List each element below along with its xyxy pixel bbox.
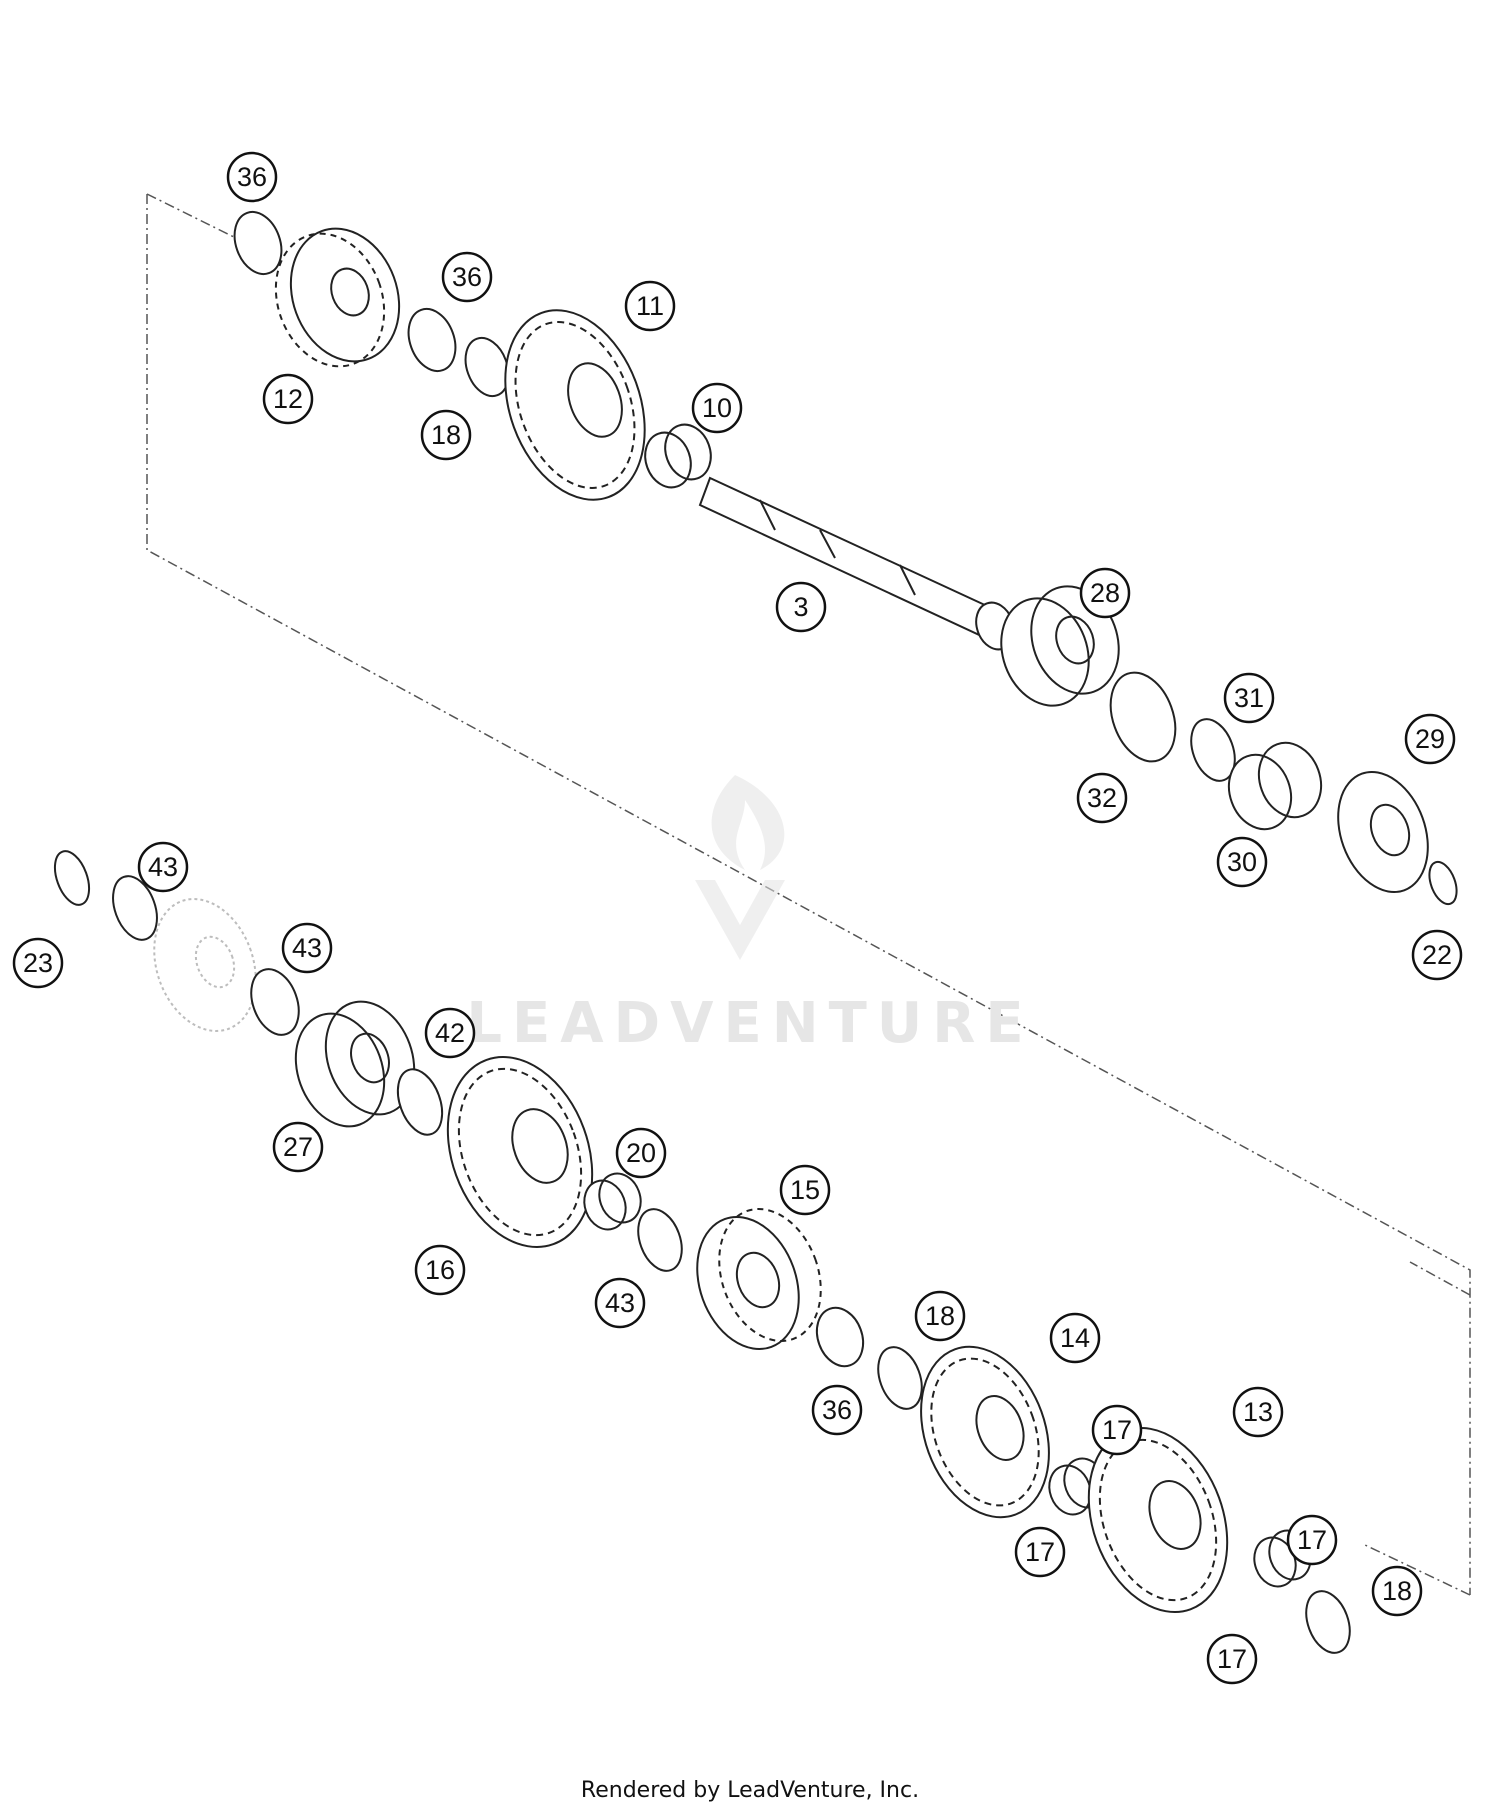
bushing-10	[644, 423, 712, 489]
callout-label: 17	[1217, 1644, 1247, 1674]
gear-16	[446, 1056, 594, 1248]
callout-label: 13	[1243, 1397, 1273, 1427]
callout-18[interactable]: 18	[914, 1290, 966, 1342]
callout-31[interactable]: 31	[1223, 672, 1275, 724]
shaft-3	[698, 476, 1015, 651]
callout-label: 36	[452, 262, 482, 292]
callout-label: 18	[1382, 1576, 1412, 1606]
callout-label: 30	[1227, 847, 1257, 877]
callout-label: 28	[1090, 578, 1120, 608]
washer-43-b	[250, 968, 300, 1036]
gear-12	[274, 227, 401, 368]
washer-43-c	[637, 1208, 683, 1272]
callout-label: 12	[273, 384, 303, 414]
callout-18[interactable]: 18	[420, 409, 472, 461]
callout-label: 11	[636, 291, 664, 321]
callout-label: 43	[292, 933, 322, 963]
callout-16[interactable]: 16	[414, 1244, 466, 1296]
callout-17[interactable]: 17	[1091, 1404, 1143, 1456]
callout-18[interactable]: 18	[1371, 1565, 1423, 1617]
callout-20[interactable]: 20	[615, 1127, 667, 1179]
washer-42	[396, 1068, 444, 1136]
upper-shaft-assembly	[233, 211, 1458, 906]
circlip-36-lower	[815, 1306, 865, 1368]
footer-credit: Rendered by LeadVenture, Inc.	[580, 1778, 920, 1803]
needle-bearing-20	[583, 1172, 642, 1231]
callout-23[interactable]: 23	[12, 937, 64, 989]
callout-label: 16	[425, 1255, 455, 1285]
callout-36[interactable]: 36	[226, 151, 278, 203]
callout-label: 23	[23, 948, 53, 978]
callout-28[interactable]: 28	[1079, 567, 1131, 619]
callout-17[interactable]: 17	[1014, 1526, 1066, 1578]
callout-label: 20	[626, 1138, 656, 1168]
circlip-36-mid	[407, 308, 457, 372]
callout-14[interactable]: 14	[1049, 1312, 1101, 1364]
callout-43[interactable]: 43	[281, 922, 333, 974]
gear-14	[920, 1345, 1050, 1519]
callout-15[interactable]: 15	[779, 1164, 831, 1216]
gear-15	[696, 1208, 822, 1350]
callout-label: 43	[605, 1288, 635, 1318]
circlip-23	[53, 850, 91, 906]
gear-faded	[153, 898, 257, 1032]
gear-13	[1087, 1427, 1229, 1613]
callout-43[interactable]: 43	[137, 841, 189, 893]
bearing-27	[294, 1000, 416, 1128]
callout-13[interactable]: 13	[1232, 1386, 1284, 1438]
circlip-36-upper	[233, 211, 283, 275]
assembly-frame	[146, 193, 1471, 1596]
spacer-30	[1227, 741, 1323, 831]
callout-label: 3	[793, 592, 808, 622]
callout-label: 36	[237, 162, 267, 192]
bearing-28	[1000, 585, 1120, 707]
callout-43[interactable]: 43	[594, 1277, 646, 1329]
callout-11[interactable]: 11	[624, 280, 676, 332]
callout-17[interactable]: 17	[1286, 1514, 1338, 1566]
lower-shaft-assembly	[53, 850, 1351, 1654]
callout-label: 10	[702, 393, 732, 423]
callout-12[interactable]: 12	[262, 373, 314, 425]
seal-32	[1109, 671, 1177, 763]
callout-label: 31	[1234, 683, 1264, 713]
watermark-brand-text: LEADVENTURE	[466, 991, 1033, 1056]
callout-32[interactable]: 32	[1076, 772, 1128, 824]
callout-label: 42	[435, 1018, 465, 1048]
callout-29[interactable]: 29	[1404, 713, 1456, 765]
callout-label: 27	[283, 1132, 313, 1162]
callout-10[interactable]: 10	[691, 382, 743, 434]
sprocket-29	[1337, 770, 1429, 894]
callout-36[interactable]: 36	[811, 1384, 863, 1436]
washer-18-lower	[877, 1346, 923, 1410]
callout-label: 29	[1415, 724, 1445, 754]
callout-42[interactable]: 42	[424, 1007, 476, 1059]
callout-label: 17	[1102, 1415, 1132, 1445]
callout-17[interactable]: 17	[1206, 1633, 1258, 1685]
callout-label: 32	[1087, 783, 1117, 813]
callout-36[interactable]: 36	[441, 251, 493, 303]
callout-label: 15	[790, 1175, 820, 1205]
washer-31	[1190, 718, 1236, 782]
callout-label: 43	[148, 852, 178, 882]
callout-label: 36	[822, 1395, 852, 1425]
washer-43-a	[112, 875, 158, 941]
washer-18-end	[1305, 1590, 1351, 1654]
callout-label: 18	[431, 420, 461, 450]
gear-11	[504, 309, 646, 501]
callout-label: 18	[925, 1301, 955, 1331]
callout-label: 17	[1025, 1537, 1055, 1567]
callout-3[interactable]: 3	[775, 581, 827, 633]
callout-27[interactable]: 27	[272, 1121, 324, 1173]
callout-label: 17	[1297, 1525, 1327, 1555]
callout-22[interactable]: 22	[1411, 929, 1463, 981]
washer-18	[464, 336, 510, 398]
callout-label: 14	[1060, 1323, 1090, 1353]
callout-label: 22	[1422, 940, 1452, 970]
callout-30[interactable]: 30	[1216, 836, 1268, 888]
circlip-22	[1428, 860, 1458, 906]
watermark-logo	[695, 775, 785, 960]
